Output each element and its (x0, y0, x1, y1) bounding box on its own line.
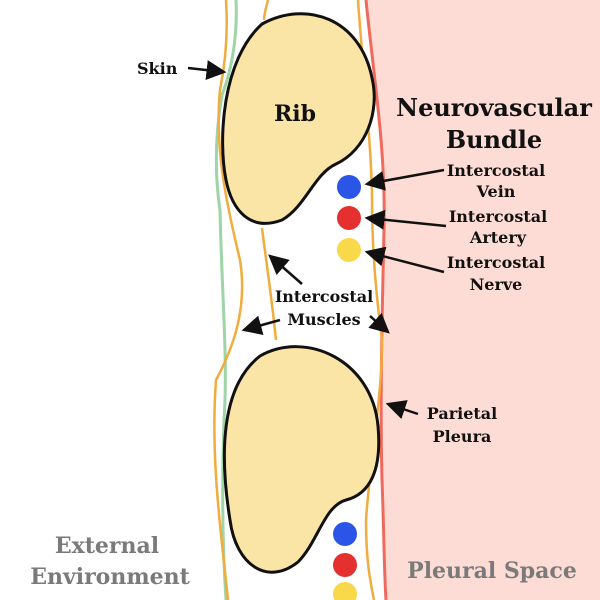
intercostal-artery (337, 206, 361, 230)
muscles-arrow-left (241, 315, 281, 335)
artery-arrow (364, 209, 447, 230)
intercostal-nerve (337, 238, 361, 262)
vein-label-2: Vein (476, 182, 516, 201)
artery-label-2: Artery (469, 228, 527, 247)
skin-arrow (187, 60, 227, 81)
rib-label: Rib (274, 101, 316, 127)
intercostal-artery-lower (333, 553, 357, 577)
neurovascular-bundle-label-1: Neurovascular (396, 93, 592, 122)
intercostal-muscle-line-inner-2 (262, 0, 270, 21)
nerve-label-1: Intercostal (447, 253, 545, 272)
external-environment-label-2: Environment (30, 564, 190, 590)
intercostal-vein-lower (333, 522, 357, 546)
muscles-label-2: Muscles (287, 310, 360, 329)
skin-line (214, 0, 238, 600)
pleura-label-2: Pleura (433, 427, 492, 446)
intercostal-nerve-lower (333, 582, 357, 600)
vein-arrow (364, 168, 445, 191)
intercostal-vein (337, 175, 361, 199)
pleura-arrow (385, 400, 419, 420)
muscles-arrow-up (268, 254, 303, 285)
pleural-space-label: Pleural Space (407, 558, 577, 584)
lower-rib (222, 345, 381, 574)
upper-rib (221, 12, 376, 225)
muscles-label-1: Intercostal (275, 287, 373, 306)
muscles-arrow-right (368, 312, 390, 334)
intercostal-muscle-line-mid (260, 227, 278, 341)
nerve-arrow (364, 246, 445, 274)
nerve-label-2: Nerve (470, 275, 523, 294)
vein-label-1: Intercostal (447, 161, 545, 180)
external-environment-label-1: External (55, 533, 159, 559)
neurovascular-bundle-label-2: Bundle (446, 125, 542, 154)
artery-label-1: Intercostal (449, 207, 547, 226)
pleura-label-1: Parietal (427, 404, 498, 423)
pleural-space-region (366, 0, 600, 600)
skin-label: Skin (137, 59, 178, 78)
